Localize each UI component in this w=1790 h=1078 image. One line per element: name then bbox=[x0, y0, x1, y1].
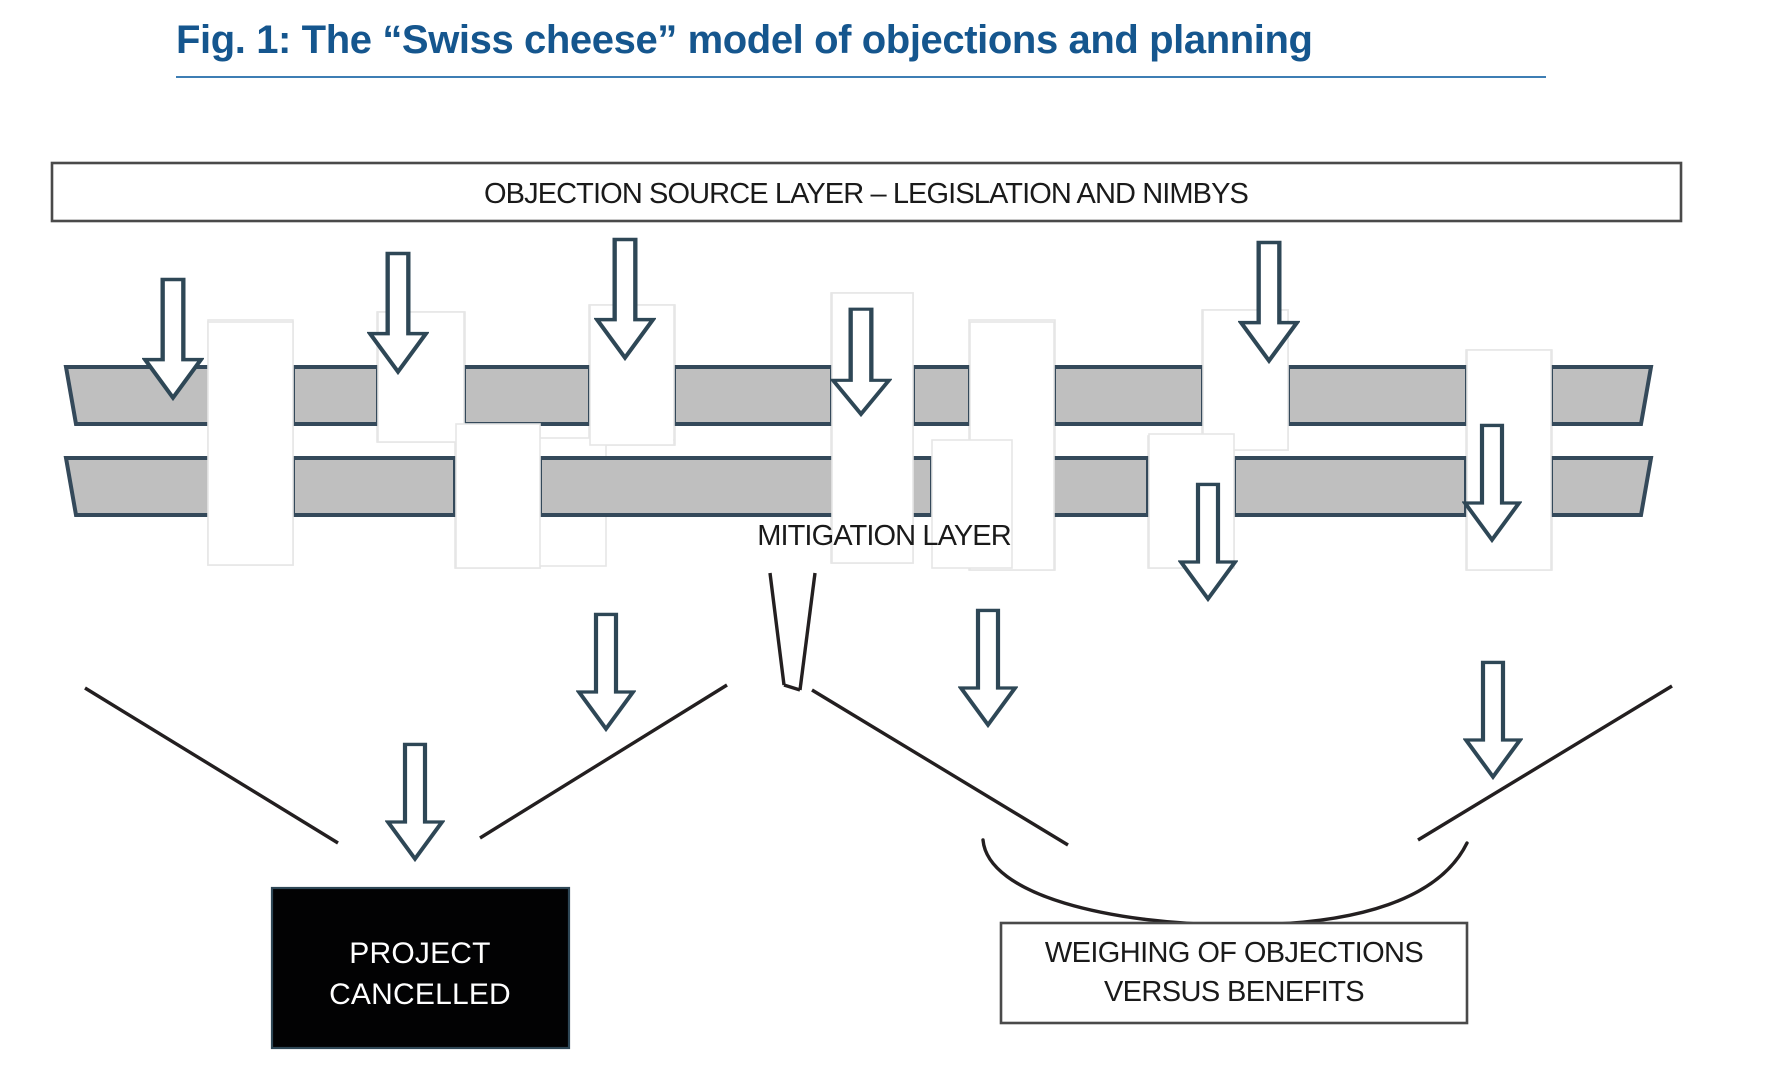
hole-overlay-9 bbox=[1148, 433, 1235, 569]
splitter-spike-left bbox=[768, 572, 786, 686]
objection-source-layer-label: OBJECTION SOURCE LAYER – LEGISLATION AND… bbox=[484, 178, 1249, 210]
arrow-row-bottom bbox=[388, 610, 1520, 858]
slab-upper-seg-5 bbox=[911, 365, 972, 426]
splitter-spike-right bbox=[798, 572, 817, 691]
slab-lower-seg-5 bbox=[1232, 456, 1468, 517]
slab-upper-seg-7 bbox=[1286, 365, 1469, 426]
down-arrow-11 bbox=[388, 744, 442, 858]
title-underline-rule bbox=[176, 76, 1546, 78]
project-cancelled-label-line2: CANCELLED bbox=[329, 978, 511, 1011]
project-cancelled-label-line1: PROJECT bbox=[349, 937, 490, 970]
weighing-objections-label-line1: WEIGHING OF OBJECTIONS bbox=[1045, 937, 1424, 969]
splitter-spike-apex bbox=[783, 683, 801, 692]
slab-upper-seg-6 bbox=[1052, 365, 1205, 426]
down-arrow-9 bbox=[961, 610, 1015, 724]
mitigation-layer-label: MITIGATION LAYER bbox=[757, 520, 1011, 552]
figure-title: Fig. 1: The “Swiss cheese” model of obje… bbox=[176, 18, 1313, 62]
slab-upper-seg-8 bbox=[1549, 365, 1654, 426]
slab-upper-seg-3 bbox=[462, 365, 592, 426]
slab-upper-seg-2 bbox=[291, 365, 380, 426]
weighing-objections-box[interactable] bbox=[999, 921, 1469, 1025]
hole-overlay-10 bbox=[931, 439, 1013, 569]
down-arrow-8 bbox=[579, 614, 633, 728]
outcome-project-cancelled[interactable]: PROJECT CANCELLED bbox=[270, 886, 571, 1050]
weighing-objections-label-line2: VERSUS BENEFITS bbox=[1104, 976, 1364, 1008]
figure-title-block: Fig. 1: The “Swiss cheese” model of obje… bbox=[176, 14, 1556, 78]
objection-source-layer: OBJECTION SOURCE LAYER – LEGISLATION AND… bbox=[50, 161, 1683, 223]
slab-upper-seg-4 bbox=[672, 365, 834, 426]
slab-lower-seg-2 bbox=[291, 456, 457, 517]
splitter-branch-left bbox=[479, 683, 728, 840]
slab-lower-seg-1 bbox=[63, 456, 214, 517]
objection-source-layer-box bbox=[50, 161, 1683, 223]
splitter-branch-right bbox=[811, 688, 1069, 847]
slab-lower-seg-6 bbox=[1549, 456, 1654, 517]
outcome-weighing-objections[interactable]: WEIGHING OF OBJECTIONS VERSUS BENEFITS bbox=[999, 921, 1469, 1025]
outer-diagonal-right bbox=[1417, 684, 1673, 842]
outcome-splitter-lines bbox=[84, 572, 1673, 927]
project-cancelled-box[interactable] bbox=[270, 886, 571, 1050]
hole-overlay-8 bbox=[455, 423, 541, 569]
down-arrow-10 bbox=[1466, 662, 1520, 776]
hole-overlay-7 bbox=[1466, 349, 1552, 571]
hole-overlay-1 bbox=[207, 321, 294, 566]
right-outcome-brace bbox=[981, 838, 1469, 927]
outer-diagonal-left bbox=[84, 686, 339, 845]
